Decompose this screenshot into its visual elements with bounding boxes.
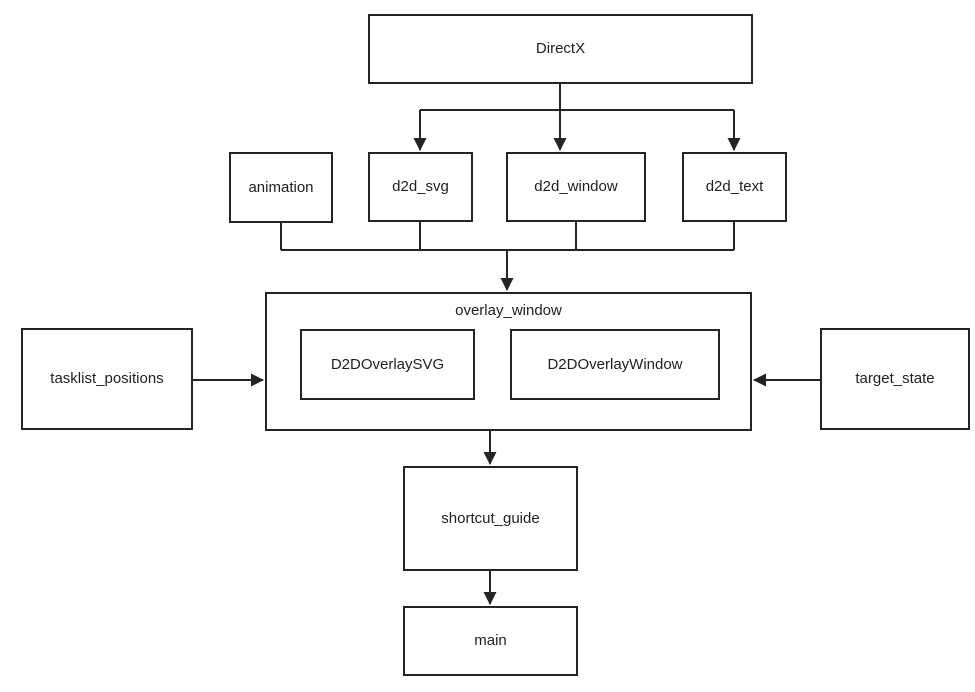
node-animation: animation [229, 152, 333, 223]
node-d2d-overlay-svg-label: D2DOverlaySVG [330, 355, 445, 373]
node-directx: DirectX [368, 14, 753, 84]
node-overlay-window-label: overlay_window [455, 302, 562, 319]
node-animation-label: animation [248, 178, 314, 196]
node-d2d-text: d2d_text [682, 152, 787, 222]
node-shortcut-guide-label: shortcut_guide [441, 509, 540, 527]
node-directx-label: DirectX [535, 40, 586, 57]
node-tasklist-positions: tasklist_positions [21, 328, 193, 430]
node-d2d-overlay-window: D2DOverlayWindow [510, 329, 720, 400]
node-target-state: target_state [820, 328, 970, 430]
node-shortcut-guide: shortcut_guide [403, 466, 578, 571]
node-target-state-label: target_state [855, 370, 935, 387]
node-d2d-window: d2d_window [506, 152, 646, 222]
node-d2d-svg: d2d_svg [368, 152, 473, 222]
node-main: main [403, 606, 578, 676]
node-d2d-svg-label: d2d_svg [392, 178, 449, 195]
node-d2d-overlay-svg: D2DOverlaySVG [300, 329, 475, 400]
node-d2d-window-label: d2d_window [534, 178, 618, 195]
node-d2d-text-label: d2d_text [705, 178, 764, 195]
node-d2d-overlay-window-label: D2DOverlayWindow [547, 355, 683, 373]
node-main-label: main [474, 632, 507, 649]
node-tasklist-positions-label: tasklist_positions [50, 370, 164, 387]
node-overlay-window: overlay_window D2DOverlaySVG D2DOverlayW… [265, 292, 752, 431]
